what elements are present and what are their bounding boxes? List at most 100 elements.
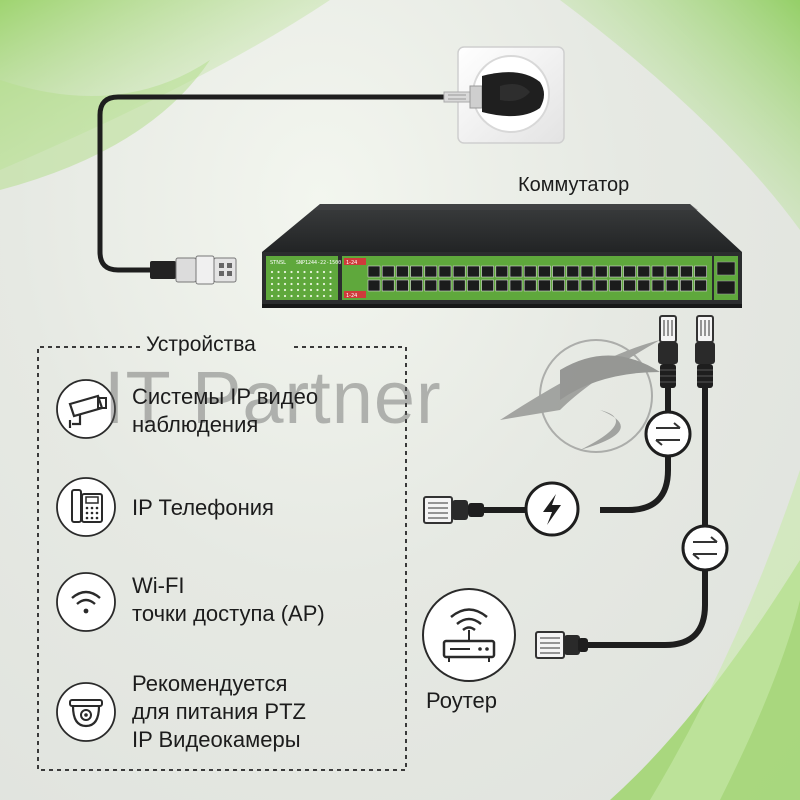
switch-led — [316, 294, 319, 298]
port-badge-bottom-label: 1-24 — [346, 293, 357, 299]
switch-led — [329, 282, 332, 286]
switch-led — [270, 288, 274, 292]
switch-led — [277, 276, 280, 280]
switch-port — [438, 279, 452, 292]
watermark-text: IT Partner — [104, 356, 442, 439]
rj45-plug-device — [423, 496, 484, 524]
switch-port — [410, 279, 423, 292]
switch-port — [566, 279, 580, 292]
switch-port — [481, 279, 494, 292]
device-label-cctv: Системы IP видео наблюдения — [132, 383, 318, 439]
switch-led — [277, 288, 280, 292]
switch-led — [283, 294, 287, 298]
data-transfer-icon — [681, 524, 729, 572]
sfp-port — [716, 261, 736, 276]
port-badge-top — [344, 258, 366, 265]
switch-led — [309, 288, 313, 292]
switch-port — [623, 279, 636, 292]
switch-label: Коммутатор — [518, 174, 630, 196]
switch-led — [270, 270, 274, 274]
switch-port — [680, 279, 693, 292]
power-lightning-icon — [524, 481, 580, 537]
switch-port — [509, 279, 523, 292]
switch-led — [316, 288, 319, 292]
switch-port — [665, 265, 679, 278]
port-badge-bottom — [344, 291, 366, 298]
rj45-plug-router — [535, 631, 588, 659]
switch-port — [538, 279, 551, 292]
switch-port — [552, 265, 565, 278]
switch-port — [509, 265, 523, 278]
device-label-line: Системы IP видео — [132, 384, 319, 409]
switch-port — [424, 279, 438, 292]
switch-led — [329, 288, 332, 292]
switch-led — [316, 282, 319, 286]
switch-port — [580, 265, 594, 278]
switch-port — [594, 265, 608, 278]
data-transfer-icon — [644, 410, 692, 458]
switch-led — [277, 270, 280, 274]
switch-port — [381, 265, 395, 278]
switch-port — [694, 265, 707, 278]
device-label-line: для питания PTZ — [132, 699, 306, 724]
network-switch: STNSL SNP1244-22-1500 1-24 1-24 — [262, 204, 742, 308]
switch-led — [316, 270, 319, 274]
switch-led — [296, 294, 300, 298]
wall-outlet — [443, 46, 565, 144]
switch-led — [277, 282, 280, 286]
swoosh-bottom-right-inner — [650, 470, 800, 800]
port-badge-top-label: 1-24 — [346, 260, 357, 266]
switch-led — [309, 276, 313, 280]
cctv-camera-icon — [56, 379, 116, 439]
switch-led — [303, 294, 306, 298]
device-label-line: наблюдения — [132, 412, 259, 437]
switch-led — [316, 276, 319, 280]
switch-led — [303, 276, 306, 280]
switch-led — [283, 270, 287, 274]
switch-port — [396, 279, 409, 292]
switch-port — [481, 265, 494, 278]
switch-brand: STNSL — [270, 260, 286, 266]
switch-led — [329, 294, 332, 298]
device-label-line: точки доступа (AP) — [132, 601, 325, 626]
switch-led — [296, 288, 300, 292]
switch-port — [424, 265, 438, 278]
switch-port — [467, 265, 480, 278]
switch-led — [270, 276, 274, 280]
switch-led — [290, 282, 293, 286]
switch-led — [290, 294, 293, 298]
switch-port — [538, 265, 551, 278]
ip-phone-icon — [56, 477, 116, 537]
switch-port — [467, 279, 480, 292]
power-cable — [97, 94, 447, 273]
switch-led — [329, 270, 332, 274]
switch-led — [296, 282, 300, 286]
switch-port — [495, 279, 509, 292]
switch-port — [637, 279, 651, 292]
router-label: Роутер — [426, 688, 497, 713]
switch-port — [523, 279, 537, 292]
switch-port — [580, 279, 594, 292]
rj45-plug-left — [658, 315, 678, 388]
switch-port — [438, 265, 452, 278]
device-label-line: Wi-FI — [132, 573, 185, 598]
devices-title: Устройства — [146, 333, 256, 356]
switch-led — [303, 282, 306, 286]
switch-port-panel — [342, 256, 712, 300]
router-icon — [422, 588, 516, 682]
device-label-line: Рекомендуется — [132, 671, 288, 696]
switch-port — [523, 265, 537, 278]
swoosh-top-left-inner — [0, 60, 210, 190]
switch-led — [283, 288, 287, 292]
switch-port — [367, 279, 381, 292]
switch-port — [680, 265, 693, 278]
switch-model: SNP1244-22-1500 — [296, 260, 341, 266]
switch-port — [452, 265, 466, 278]
swoosh-top-right — [560, 0, 800, 230]
switch-port — [651, 279, 665, 292]
switch-led — [270, 282, 274, 286]
switch-led — [290, 270, 293, 274]
switch-port — [381, 279, 395, 292]
